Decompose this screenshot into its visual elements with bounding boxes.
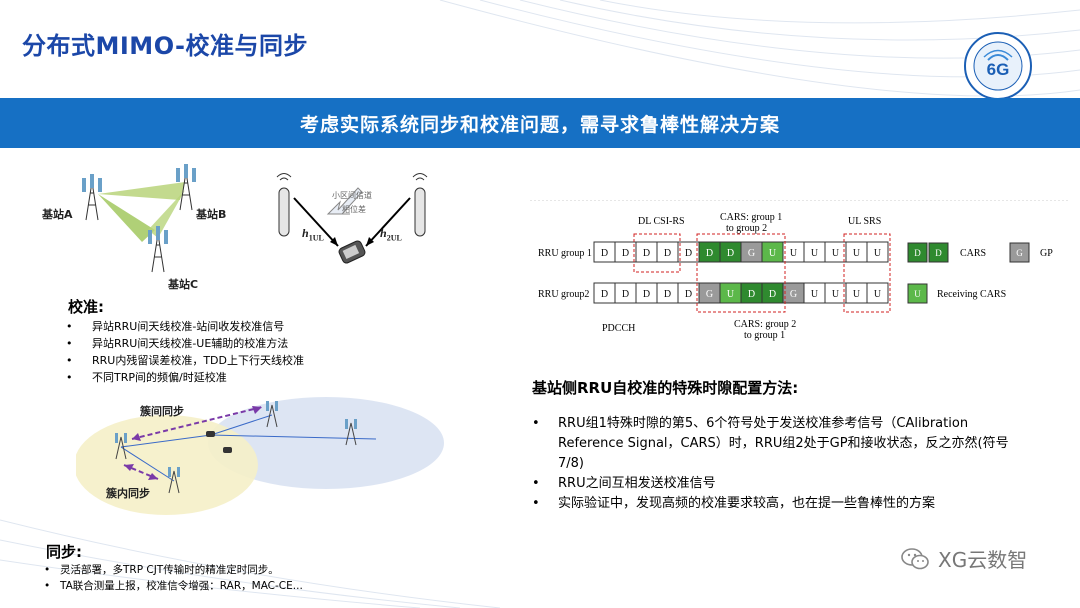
slot-cell-text: U	[853, 289, 861, 300]
slot-cell-text: D	[769, 289, 776, 300]
slot-cell-text: D	[643, 289, 650, 300]
calibration-item: 不同TRP间的频偏/时延校准	[66, 369, 304, 386]
legend-gp-box	[1009, 242, 1030, 263]
rru-calibration-item: 实际验证中，发现高频的校准要求较高，也在提一些鲁棒性的方案	[532, 494, 1022, 514]
inter-cluster-label: 簇间同步	[140, 405, 184, 418]
slot-cell-text: D	[622, 248, 629, 259]
label-pdcch: PDCCH	[602, 323, 635, 334]
slot-cell-text: D	[685, 248, 692, 259]
bs-a-label: 基站A	[42, 208, 73, 221]
slot-cell-text: D	[685, 289, 692, 300]
slot-cell-text: U	[811, 248, 819, 259]
legend-gp-box-text: G	[1016, 248, 1023, 258]
intra-cluster-label: 簇内同步	[106, 487, 150, 500]
watermark-text: XG云数智	[938, 548, 1028, 572]
sync-title: 同步:	[46, 543, 82, 561]
calibration-title: 校准:	[68, 298, 104, 316]
slot-cell-text: D	[706, 248, 713, 259]
sync-list: 灵活部署，多TRP CJT传输时的精准定时同步。 TA联合测量上报，校准信令增强…	[44, 562, 303, 594]
legend-gp-label: GP	[1040, 248, 1053, 259]
legend-cars-box-2-text: D	[935, 248, 942, 258]
6g-logo-icon: 6G	[964, 32, 1032, 100]
dashed-group-box	[843, 233, 891, 313]
label-ul-srs: UL SRS	[848, 216, 881, 227]
legend-cars-box-1-text: D	[914, 248, 921, 258]
slot-cell-text: U	[832, 248, 840, 259]
slot-cell-text: U	[811, 289, 819, 300]
legend-recv-box	[907, 283, 928, 304]
slot-cell-text: D	[601, 289, 608, 300]
cluster-sync-diagram: 簇间同步 簇内同步	[74, 395, 446, 515]
sync-item: TA联合测量上报，校准信令增强：RAR，MAC-CE...	[44, 578, 303, 594]
h1-label: h1UL	[302, 226, 324, 242]
slot-cell-text: U	[727, 289, 735, 300]
calibration-item: 异站RRU间天线校准-UE辅助的校准方法	[66, 335, 304, 352]
logo-text: 6G	[987, 60, 1010, 79]
slot-cell	[866, 282, 889, 304]
page-title: 分布式MIMO-校准与同步	[22, 32, 309, 60]
label-cars-1to2-a: CARS: group 1	[720, 212, 782, 223]
tdd-slot-diagram: DL CSI-RS CARS: group 1 to group 2 UL SR…	[530, 199, 1070, 348]
legend-cars-label: CARS	[960, 248, 986, 259]
slot-cell-text: U	[874, 248, 882, 259]
wechat-icon	[901, 547, 929, 569]
watermark: XG云数智	[900, 544, 1027, 573]
h2-symbol: h	[380, 226, 387, 240]
legend-cars-box-2	[928, 242, 949, 263]
slot-cell-text: D	[664, 248, 671, 259]
tdd-slot-chart: DL CSI-RS CARS: group 1 to group 2 UL SR…	[530, 199, 1070, 341]
slot-cell-text: G	[748, 248, 755, 259]
h2-label: h2UL	[380, 226, 402, 242]
base-station-diagram: 基站A 基站B 基站C	[30, 160, 300, 291]
rru-calibration-item: RRU之间互相发送校准信号	[532, 474, 1022, 494]
label-cars-2to1-b: to group 1	[744, 330, 785, 341]
calibration-list: 异站RRU间天线校准-站间收发校准信号 异站RRU间天线校准-UE辅助的校准方法…	[66, 318, 304, 386]
label-dl-csi-rs: DL CSI-RS	[638, 216, 685, 227]
slot-cell-text: G	[706, 289, 713, 300]
h1-subscript: 1UL	[308, 233, 324, 243]
dashed-group-box	[633, 233, 681, 273]
slot-cell	[866, 241, 889, 263]
rru-calibration-item: RRU组1特殊时隙的第5、6个符号处于发送校准参考信号（CAlibration …	[532, 414, 1022, 474]
sync-item: 灵活部署，多TRP CJT传输时的精准定时同步。	[44, 562, 303, 578]
slot-cell-text: D	[643, 248, 650, 259]
ue-uplink-diagram: 小区间信道 相位差 h1UL h2UL	[268, 170, 448, 270]
calibration-item: 异站RRU间天线校准-站间收发校准信号	[66, 318, 304, 335]
bs-c-label: 基站C	[168, 278, 199, 291]
slot-cell-text: U	[832, 289, 840, 300]
phase-label-2: 相位差	[342, 205, 366, 214]
h1-symbol: h	[302, 226, 309, 240]
label-cars-1to2-b: to group 2	[726, 223, 767, 234]
phase-label-1: 小区间信道	[332, 191, 372, 200]
banner: 考虑实际系统同步和校准问题，需寻求鲁棒性解决方案	[0, 98, 1080, 148]
tdd-legend: D D CARS G GP U Receiving CARS	[907, 242, 1053, 304]
tdd-grid: D D D D D D D G U U U U U U D D D D D G U D D G U U U U	[593, 233, 891, 313]
slot-cell-text: U	[790, 248, 798, 259]
rru-calibration-list: RRU组1特殊时隙的第5、6个符号处于发送校准参考信号（CAlibration …	[532, 414, 1022, 514]
slot-cell-text: D	[601, 248, 608, 259]
slot-cell-text: U	[874, 289, 882, 300]
calibration-item: RRU内残留误差校准，TDD上下行天线校准	[66, 352, 304, 369]
legend-cars-box-1	[907, 242, 928, 263]
legend-recv-label: Receiving CARS	[937, 289, 1006, 300]
slot-cell-text: U	[769, 248, 777, 259]
rru-calibration-title: 基站侧RRU自校准的特殊时隙配置方法:	[532, 379, 799, 397]
h2-subscript: 2UL	[386, 233, 402, 243]
row-label-group1: RRU group 1	[538, 248, 592, 259]
slot-cell-text: G	[790, 289, 797, 300]
slot-cell-text: D	[622, 289, 629, 300]
slot-cell-text: U	[853, 248, 861, 259]
slot-cell-text: D	[748, 289, 755, 300]
row-label-group2: RRU group2	[538, 289, 589, 300]
label-cars-2to1-a: CARS: group 2	[734, 319, 796, 330]
dashed-group-box	[696, 233, 786, 313]
slot-cell-text: D	[664, 289, 671, 300]
slot-cell-text: D	[727, 248, 734, 259]
bs-b-label: 基站B	[196, 208, 227, 221]
legend-recv-box-text: U	[914, 289, 921, 299]
banner-text: 考虑实际系统同步和校准问题，需寻求鲁棒性解决方案	[299, 113, 780, 136]
